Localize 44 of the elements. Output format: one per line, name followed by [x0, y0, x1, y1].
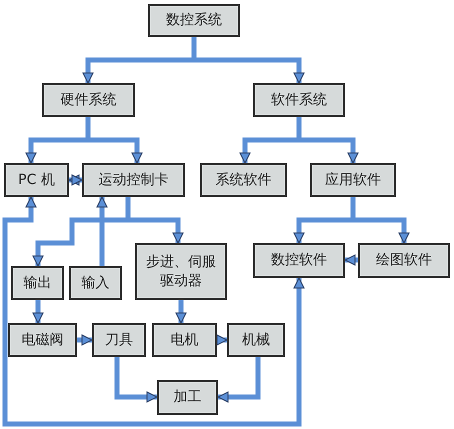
box-label: 电机 — [170, 330, 198, 350]
block-arrow — [32, 300, 44, 324]
process-box — [92, 323, 146, 357]
block-arrow — [218, 357, 260, 402]
box-label: 电磁阀 — [22, 330, 64, 350]
process-box — [310, 163, 396, 197]
process-box — [253, 243, 345, 278]
box-label: 绘图软件 — [376, 251, 432, 270]
block-arrow — [216, 334, 228, 346]
box-label: 数控系统 — [166, 11, 222, 30]
process-box — [152, 323, 217, 357]
box-label: 数控软件 — [271, 251, 327, 270]
process-box — [4, 163, 69, 197]
process-box — [227, 323, 285, 357]
process-box — [42, 83, 135, 117]
process-box — [135, 243, 227, 300]
process-box — [200, 163, 287, 197]
process-box — [82, 163, 185, 197]
box-label: 应用软件 — [325, 170, 381, 190]
process-box — [253, 83, 345, 117]
process-box — [11, 266, 64, 300]
block-arrow — [114, 357, 158, 402]
process-box — [8, 323, 77, 357]
box-label: 输入 — [82, 274, 110, 292]
box-label: 系统软件 — [216, 170, 272, 190]
block-arrow — [96, 196, 108, 266]
box-label: 加工 — [174, 388, 202, 407]
box-label: 硬件系统 — [60, 90, 116, 110]
box-label: 运动控制卡 — [98, 170, 168, 190]
process-box — [157, 380, 218, 415]
box-label: 机械 — [242, 330, 270, 350]
block-arrow — [68, 174, 82, 186]
process-box — [69, 266, 122, 300]
box-label: 刀具 — [105, 330, 133, 350]
box-label: 软件系统 — [271, 90, 327, 110]
block-arrow — [2, 196, 304, 426]
block-arrow — [176, 300, 186, 324]
process-box — [148, 4, 240, 37]
process-box — [358, 243, 450, 278]
box-label: 输出 — [24, 274, 52, 292]
box-label: PC 机 — [18, 170, 55, 190]
box-label: 步进、伺服驱动器 — [145, 252, 217, 290]
block-arrow — [344, 254, 358, 266]
block-arrow — [77, 334, 92, 346]
